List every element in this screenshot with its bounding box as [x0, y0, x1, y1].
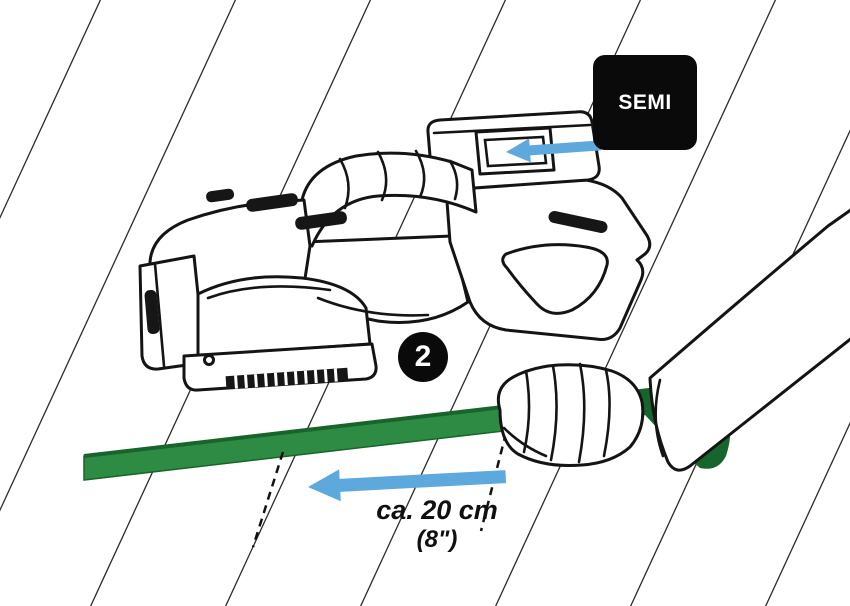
vent-slots: [206, 188, 347, 230]
pin-detail: [203, 354, 215, 366]
handle-opening: [501, 243, 609, 315]
operator-arm: [648, 208, 850, 472]
step-badge-number: 2: [414, 340, 432, 373]
step-badge: 2: [398, 332, 448, 382]
strapping-tool: [138, 110, 652, 392]
measurement-inch-label: (8"): [416, 526, 458, 553]
mode-badge-label: SEMI: [618, 90, 672, 114]
mode-button: [206, 188, 235, 203]
semi-pointer-arrow-icon: [506, 138, 602, 163]
mode-badge: SEMI: [593, 55, 697, 150]
dashed-extent-lines: [251, 432, 508, 548]
handle-grip-pad: [548, 211, 608, 233]
display-screen: [483, 135, 548, 168]
front-cover: [196, 275, 372, 358]
operator-glove: [496, 363, 645, 467]
wheel-housing: [138, 254, 206, 371]
tool-handle: [444, 178, 652, 341]
ribbed-cover: [300, 149, 478, 248]
glove-cuff: [654, 378, 665, 458]
operator-hand: [496, 208, 850, 472]
left-extent-line: [251, 451, 285, 548]
measurement-cm-label: ca. 20 cm: [376, 495, 498, 525]
glove-fingers: [522, 362, 611, 464]
measurement-caption: ca. 20 cm (8"): [303, 494, 571, 554]
distance-arrow-icon: [308, 469, 507, 502]
right-extent-line: [479, 432, 508, 532]
base-plate: [182, 342, 378, 392]
serrated-gripper: [225, 367, 349, 390]
glove-thumb: [502, 426, 548, 458]
